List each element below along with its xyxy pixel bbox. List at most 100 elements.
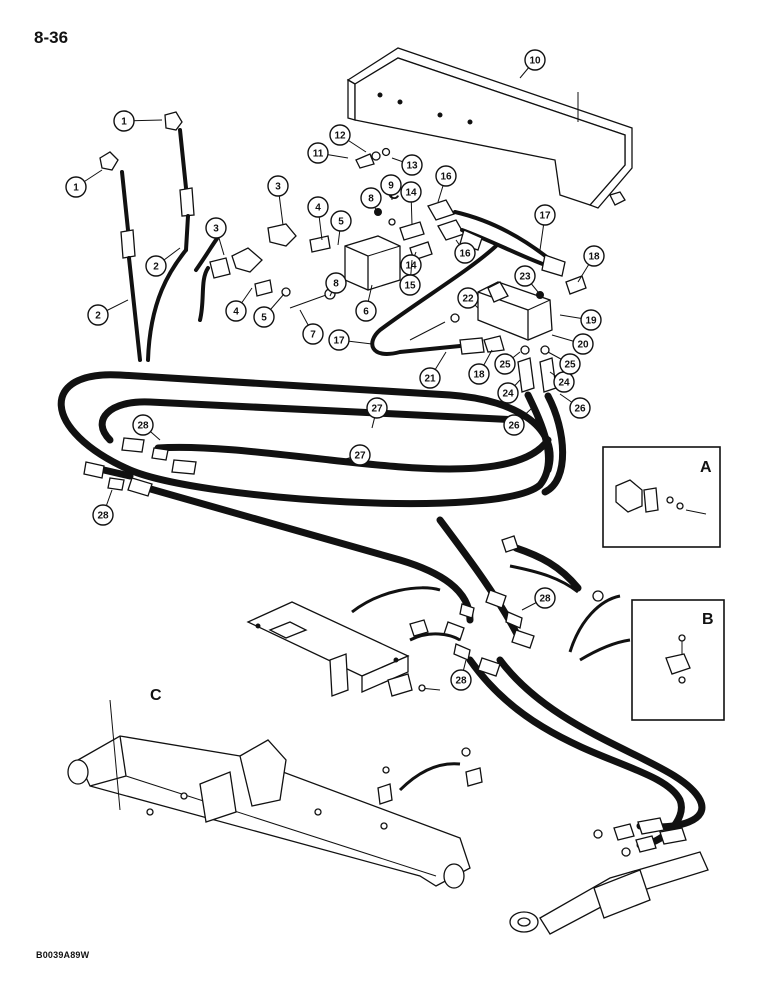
callout-circle: [401, 154, 423, 176]
callout-circle: [325, 272, 347, 294]
callout-number: 28: [539, 594, 551, 605]
callout-number: 28: [97, 511, 109, 522]
callout-6: 6: [355, 284, 377, 322]
callout-circle: [328, 329, 350, 351]
callout-circle: [302, 323, 324, 345]
callout-8: 8: [360, 187, 382, 211]
callout-number: 1: [73, 183, 79, 194]
shield-cover: [346, 47, 633, 209]
callout-circle: [113, 110, 135, 132]
callout-number: 26: [574, 404, 586, 415]
callout-number: 17: [539, 211, 551, 222]
callout-number: 24: [502, 389, 514, 400]
callout-23: 23: [514, 265, 539, 293]
callout-circle: [267, 175, 289, 197]
inset-a-label: A: [700, 459, 712, 476]
callout-3: 3: [205, 217, 227, 256]
callout-circle: [580, 309, 602, 331]
callout-circle: [366, 397, 388, 419]
hose-sleeve: [501, 535, 604, 602]
callout-12: 12: [329, 124, 367, 153]
upper-hoses: [370, 210, 587, 356]
callout-circle: [132, 414, 154, 436]
hydraulic-cylinder: [509, 817, 709, 935]
callout-circle: [419, 367, 441, 389]
callout-13: 13: [391, 154, 423, 176]
callout-circle: [524, 49, 546, 71]
callout-circle: [380, 174, 402, 196]
callout-25: 25: [494, 351, 521, 375]
callout-number: 6: [363, 307, 369, 318]
callout-26: 26: [559, 393, 591, 419]
callout-2: 2: [145, 247, 181, 277]
mounting-bracket: [246, 601, 441, 697]
callout-circle: [87, 304, 109, 326]
callout-number: 9: [388, 181, 394, 192]
callout-17: 17: [328, 329, 373, 351]
callout-circle: [307, 142, 329, 164]
callout-number: 20: [577, 340, 589, 351]
callout-number: 24: [558, 378, 570, 389]
callout-4: 4: [307, 196, 329, 241]
callout-circle: [534, 204, 556, 226]
callout-circle: [225, 300, 247, 322]
callout-number: 15: [404, 281, 416, 292]
callout-7: 7: [299, 309, 324, 345]
callout-27: 27: [341, 444, 371, 466]
callout-17: 17: [534, 204, 556, 251]
inset-b-label: B: [702, 611, 714, 628]
callout-circle: [205, 217, 227, 239]
callout-number: 27: [354, 451, 366, 462]
callout-number: 28: [455, 676, 467, 687]
callout-25: 25: [547, 351, 581, 375]
callout-number: 4: [233, 307, 239, 318]
callout-circle: [569, 397, 591, 419]
callout-21: 21: [419, 351, 447, 389]
callout-circle: [572, 333, 594, 355]
callout-number: 19: [585, 316, 597, 327]
callout-number: 11: [313, 149, 324, 160]
hose-loop-27: [57, 371, 567, 508]
callout-number: 12: [334, 131, 346, 142]
callout-27: 27: [366, 397, 388, 429]
callout-22: 22: [457, 287, 479, 309]
callout-circle: [514, 265, 536, 287]
callout-circle: [468, 363, 490, 385]
callout-circle: [435, 165, 457, 187]
callout-8: 8: [325, 272, 347, 297]
inset-b: B: [631, 599, 725, 721]
callout-1: 1: [113, 110, 163, 132]
callout-group: 1122334455678891011121314141516161717181…: [65, 49, 605, 691]
callout-circle: [355, 300, 377, 322]
callout-number: 27: [371, 404, 383, 415]
callout-16: 16: [435, 165, 457, 203]
callout-16: 16: [454, 239, 476, 264]
callout-28: 28: [132, 414, 161, 441]
callout-15: 15: [399, 259, 421, 296]
callout-18: 18: [577, 245, 605, 283]
callout-9: 9: [380, 174, 402, 201]
callout-28: 28: [450, 659, 472, 691]
figure-code: B0039A89W: [36, 950, 90, 960]
callout-number: 28: [137, 421, 149, 432]
callout-number: 18: [473, 370, 485, 381]
callout-1: 1: [65, 169, 103, 198]
page-number: 8-36: [34, 28, 69, 47]
callout-10: 10: [519, 49, 546, 79]
callout-circle: [65, 176, 87, 198]
callout-24: 24: [497, 379, 521, 404]
callout-19: 19: [559, 309, 602, 331]
callout-number: 10: [529, 56, 541, 67]
callout-number: 13: [406, 161, 418, 172]
callout-4: 4: [225, 287, 253, 322]
callout-24: 24: [549, 371, 575, 393]
callout-number: 25: [564, 360, 576, 371]
callout-number: 18: [588, 252, 600, 263]
inset-a: A: [602, 446, 721, 548]
callout-circle: [92, 504, 114, 526]
callout-number: 4: [315, 203, 321, 214]
inset-pointer-swooshes: [351, 564, 631, 792]
callout-number: 3: [213, 224, 219, 235]
